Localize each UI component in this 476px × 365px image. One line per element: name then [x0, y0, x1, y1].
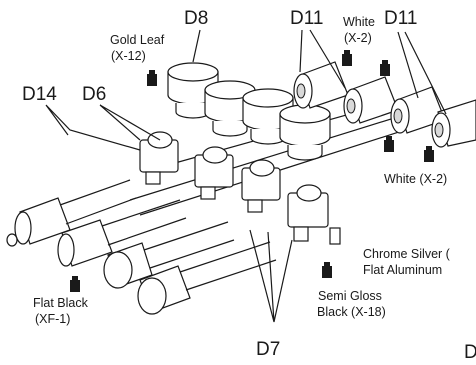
air-funnel-1: [6, 179, 137, 247]
label-d8: D8: [184, 8, 208, 29]
exhaust-pipe-group: [293, 61, 476, 148]
note-semi-gloss-name: Semi Gloss: [318, 289, 382, 303]
note-white-top-code: (X-2): [344, 31, 372, 45]
paint-bottle-icon-white-right-2: [424, 146, 434, 162]
label-d14: D14: [22, 84, 57, 105]
note-white-top-name: White: [343, 15, 375, 29]
label-d6: D6: [82, 84, 106, 105]
paint-bottle-icon-semi-gloss: [322, 262, 332, 278]
paint-bottle-icon-white-right-1: [384, 136, 394, 152]
note-white-right: White (X-2): [384, 172, 447, 186]
valve-cap-4: [279, 104, 331, 161]
air-funnel-group: [6, 179, 277, 315]
carburetor-2: [194, 146, 234, 200]
paint-bottle-icon-flat-black: [70, 276, 80, 292]
note-semi-gloss-code: Black (X-18): [317, 305, 386, 319]
paint-bottle-icon-white-top-2: [380, 60, 390, 76]
label-d11-left: D11: [290, 8, 323, 29]
note-flat-black-name: Flat Black: [33, 296, 89, 310]
carburetor-3: [241, 159, 281, 213]
note-flat-aluminum: Flat Aluminum: [363, 263, 442, 277]
leader-lines: [45, 29, 447, 323]
note-gold-leaf-name: Gold Leaf: [110, 33, 165, 47]
exhaust-pipe-3: [390, 86, 446, 134]
valve-cap-group: [167, 62, 331, 161]
exhaust-pipe-2: [343, 76, 399, 124]
exhaust-pipe-1: [293, 61, 349, 109]
label-d7: D7: [256, 339, 280, 360]
paint-bottle-icon-gold: [147, 70, 157, 86]
exhaust-manifold-assembly: [6, 61, 476, 315]
note-flat-black-code: (XF-1): [35, 312, 70, 326]
note-gold-leaf-code: (X-12): [111, 49, 146, 63]
label-d-cut: D: [464, 342, 476, 363]
air-funnel-4: [137, 241, 277, 315]
paint-bottle-icon-white-top-1: [342, 50, 352, 66]
air-funnel-3: [103, 221, 235, 289]
carburetor-4: [287, 184, 341, 245]
note-chrome-silver: Chrome Silver (: [363, 247, 451, 261]
carburetor-group: [139, 131, 341, 245]
label-d11-right: D11: [384, 8, 417, 29]
air-funnel-2: [57, 199, 187, 267]
exhaust-pipe-4: [431, 99, 476, 148]
